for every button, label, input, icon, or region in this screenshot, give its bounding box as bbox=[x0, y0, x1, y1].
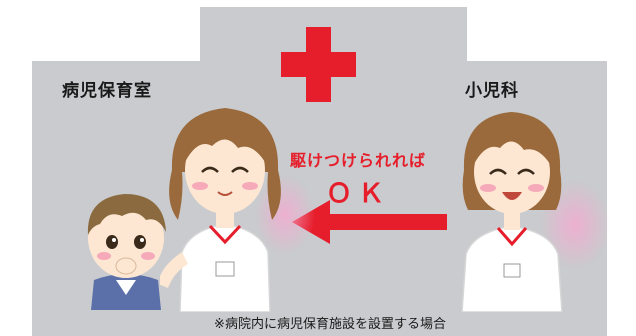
child-illustration bbox=[87, 194, 166, 310]
message-line2: ＯＫ bbox=[325, 179, 390, 209]
message-text: 駆けつけられれば ＯＫ bbox=[268, 147, 448, 210]
nurse-right-illustration bbox=[461, 112, 563, 312]
message-line1: 駆けつけられれば bbox=[289, 151, 426, 170]
label-sick-child-room: 病児保育室 bbox=[62, 81, 152, 101]
red-cross-icon bbox=[281, 27, 356, 102]
label-pediatrics: 小児科 bbox=[465, 81, 519, 101]
left-arrow-icon bbox=[292, 200, 447, 244]
caption: ※病院内に病児保育施設を設置する場合 bbox=[214, 317, 446, 332]
nurse-left-illustration bbox=[160, 108, 281, 312]
